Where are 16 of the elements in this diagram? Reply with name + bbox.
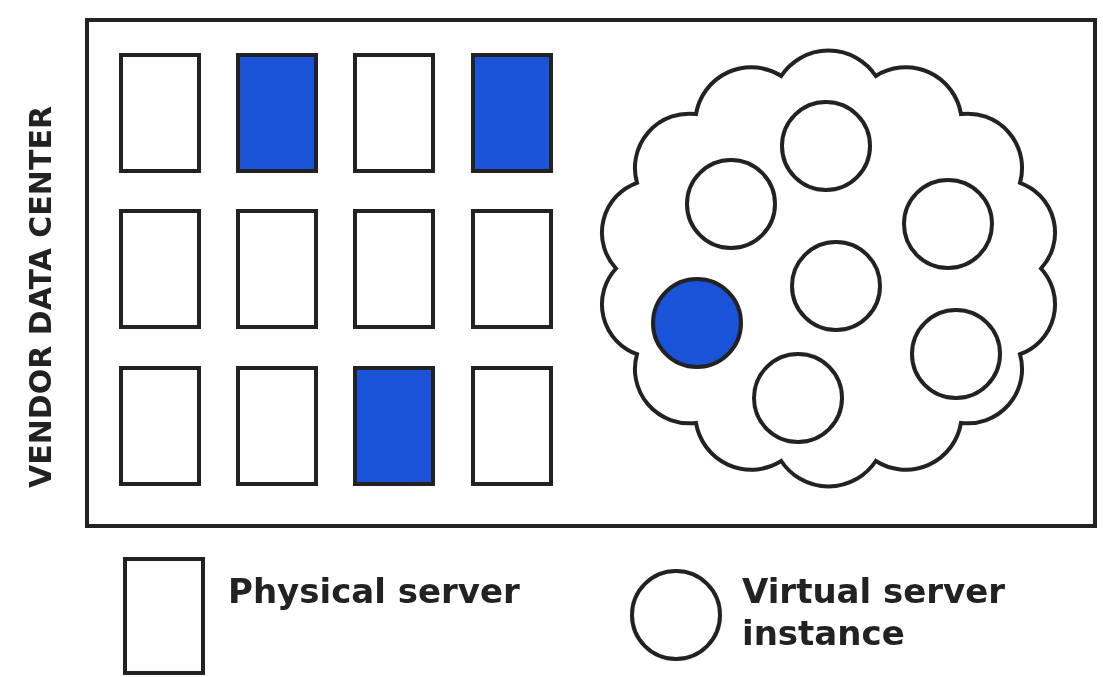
physical-server-box [471, 53, 553, 173]
physical-server-box [119, 209, 201, 329]
physical-server-box [471, 366, 553, 486]
physical-server-box [236, 53, 318, 173]
physical-server-box [353, 53, 435, 173]
physical-server-box [471, 209, 553, 329]
physical-server-box [119, 366, 201, 486]
physical-server-box [236, 366, 318, 486]
legend-server-symbol [123, 557, 205, 675]
vertical-heading: VENDOR DATA CENTER [22, 106, 59, 488]
legend-label: Physical server [228, 570, 521, 612]
legend-label: Virtual server instance [742, 570, 1007, 654]
physical-server-box [236, 209, 318, 329]
physical-server-box [119, 53, 201, 173]
physical-server-box [353, 366, 435, 486]
physical-server-box [353, 209, 435, 329]
